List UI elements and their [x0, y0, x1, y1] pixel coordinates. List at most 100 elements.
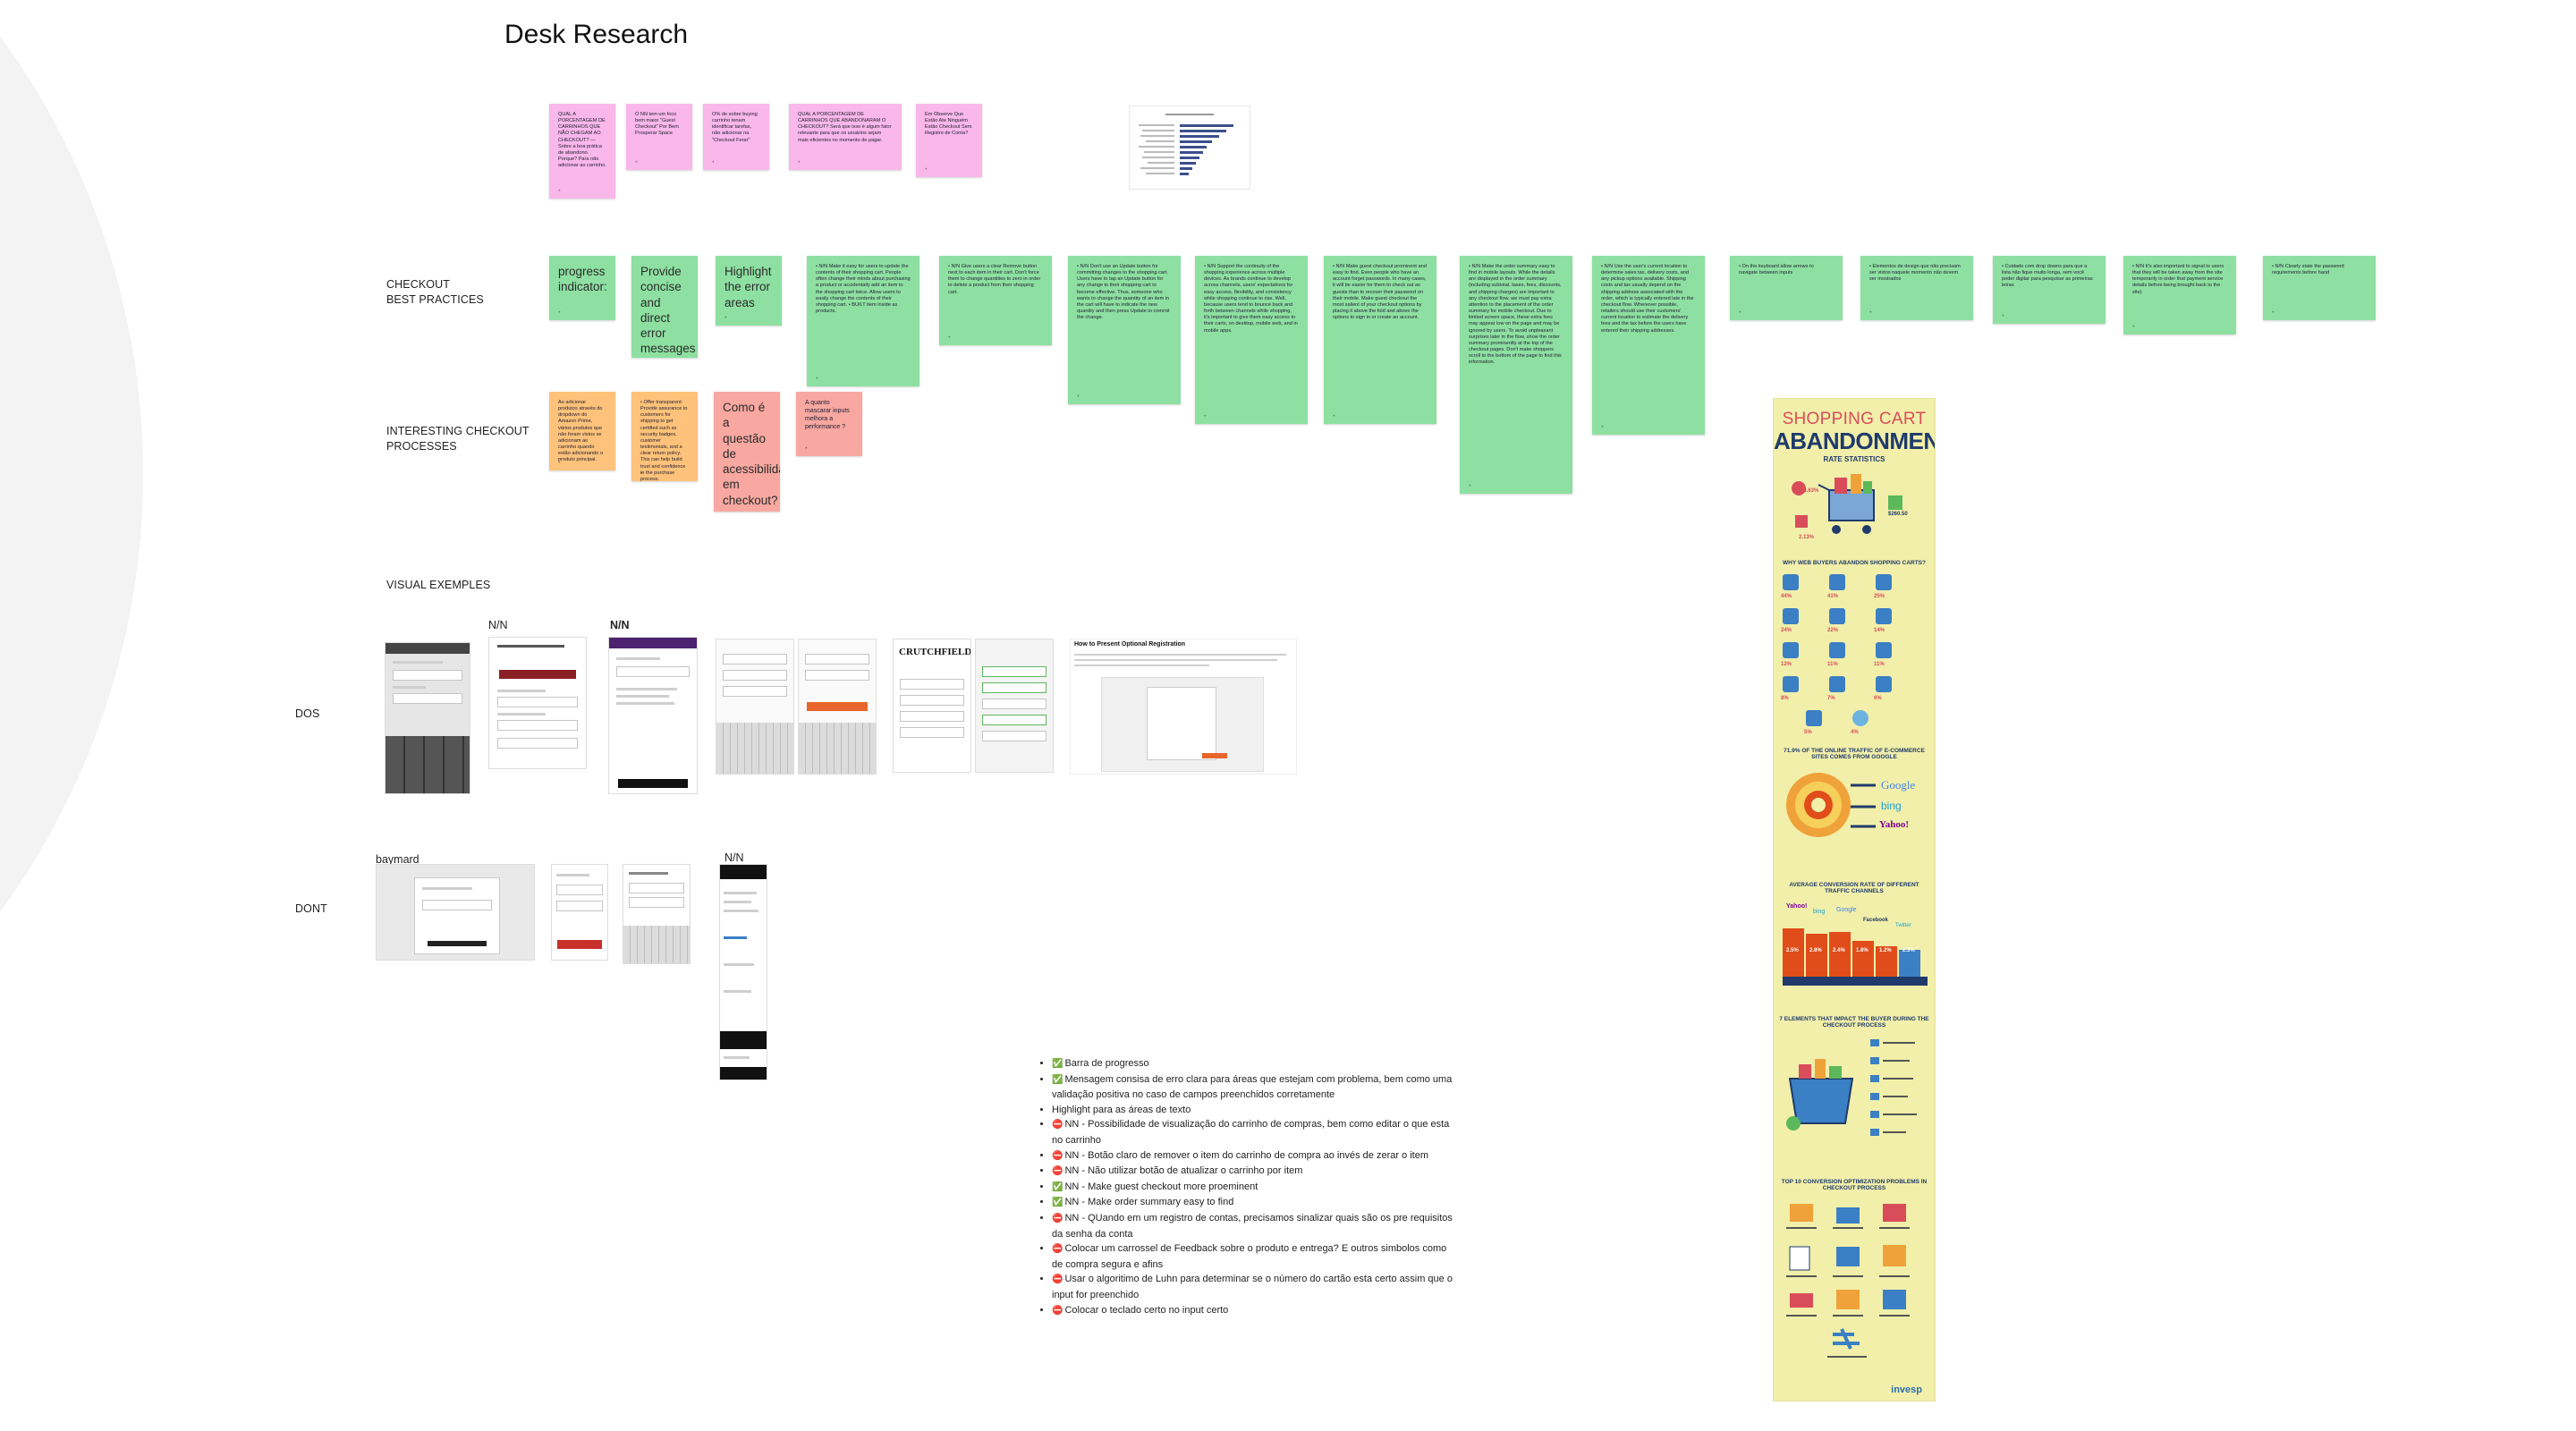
no-entry-icon: ⛔ — [1052, 1244, 1063, 1255]
sticky-note-green[interactable]: progress indicator:● — [549, 256, 615, 320]
screenshot-crutchfield-billing[interactable]: CRUTCHFIELD — [893, 639, 971, 773]
source-label-nn-3: N/N — [724, 851, 744, 864]
screenshot-shipping-address[interactable] — [623, 864, 691, 964]
screenshot-long-mobile-page[interactable] — [719, 864, 767, 1080]
sticky-note-orange[interactable]: • Offer transparent: Provide assurance t… — [631, 392, 698, 481]
sticky-note-pink[interactable]: O NN tem um foco bem maior "Guest Checko… — [626, 104, 692, 170]
checklist: ✅Barra de progresso✅Mensagem consisa de … — [1039, 1056, 1460, 1318]
reason-icon — [1852, 710, 1868, 726]
yahoo-logo: Yahoo! — [1879, 819, 1910, 830]
reason-icon — [1829, 608, 1845, 624]
screenshot-mobile-form-orange[interactable] — [798, 639, 877, 775]
screenshot-mobile-signin[interactable] — [551, 864, 608, 961]
sticky-note-salmon[interactable]: A quanto mascarar inputs melhora a perfo… — [796, 392, 862, 456]
sticky-note-green[interactable]: • N/N Support the continuity of the shop… — [1195, 256, 1308, 424]
infographic-title-line3: RATE STATISTICS — [1823, 455, 1885, 463]
sticky-note-green[interactable]: • N/N It's also important to signal to u… — [2123, 256, 2236, 334]
no-entry-icon: ⛔ — [1052, 1305, 1063, 1316]
reason-icon — [1783, 676, 1799, 692]
no-entry-icon: ⛔ — [1052, 1166, 1063, 1177]
sticky-note-green[interactable]: • On the keyboard allow arrows to naviga… — [1730, 256, 1843, 320]
channel-label: Twitter — [1895, 923, 1911, 928]
page-title: Desk Research — [504, 20, 689, 49]
reason-icon — [1783, 574, 1799, 590]
checklist-item: ⛔Colocar um carrossel de Feedback sobre … — [1052, 1241, 1460, 1272]
reason-icon — [1876, 642, 1892, 658]
sticky-note-green[interactable]: Highlight the error areas● — [716, 256, 782, 326]
reason-icon — [1783, 608, 1799, 624]
sticky-note-salmon[interactable]: Como é a questão de acessibilidade em ch… — [714, 392, 780, 512]
screenshot-billing-validation[interactable] — [975, 639, 1054, 773]
reason-icon — [1829, 642, 1845, 658]
section-elements: 7 ELEMENTS THAT IMPACT THE BUYER DURING … — [1779, 1016, 1929, 1029]
checklist-item: ✅NN - Make order summary easy to find — [1052, 1195, 1460, 1211]
screenshot-mobile-form-keyboard[interactable] — [716, 639, 794, 775]
channel-label: Google — [1836, 907, 1857, 913]
traffic-donut-chart — [1786, 773, 1876, 837]
screenshot-optional-registration[interactable]: How to Present Optional Registration — [1070, 639, 1297, 775]
reason-icon — [1806, 710, 1822, 726]
sticky-note-green[interactable]: • Elementos de design que não precisam s… — [1860, 256, 1973, 320]
infographic-title-line2: ABANDONMENT — [1774, 428, 1936, 454]
sticky-note-pink[interactable]: Em Observe Que Estão Ate Ninguém Estão C… — [916, 104, 982, 177]
checklist-item: ⛔NN - QUando em um registro de contas, p… — [1052, 1211, 1460, 1241]
checklist-item: ⛔NN - Botão claro de remover o item do c… — [1052, 1148, 1460, 1164]
check-icon: ✅ — [1052, 1198, 1063, 1208]
row-label-visual-exemples: VISUAL EXEMPLES — [386, 579, 491, 591]
sticky-note-pink[interactable]: QUAL A PORCENTAGEM DE CARRINHOS QUE NÃO … — [549, 104, 615, 199]
infographic-cart-abandonment[interactable]: SHOPPING CART ABANDONMENT RATE STATISTIC… — [1773, 398, 1936, 1401]
screenshot-checkout-form[interactable] — [488, 637, 587, 769]
stat-abandonment-rate: 68.63% — [1801, 488, 1819, 494]
checklist-item: ✅Barra de progresso — [1052, 1056, 1460, 1072]
sticky-note-green[interactable]: • N/N Make it easy for users to update t… — [807, 256, 919, 386]
source-label-nn: N/N — [488, 619, 508, 631]
reason-icon — [1829, 574, 1845, 590]
check-icon: ✅ — [1052, 1074, 1063, 1085]
source-label-nn-2: N/N — [610, 619, 630, 631]
sticky-note-green[interactable]: Provide concise and direct error message… — [631, 256, 698, 358]
bar-chart-thumbnail[interactable] — [1129, 106, 1250, 190]
channel-label: bing — [1813, 909, 1826, 915]
checklist-item: Highlight para as áreas de texto — [1052, 1103, 1460, 1118]
checklist-item: ✅NN - Make guest checkout more proeminen… — [1052, 1180, 1460, 1196]
screenshot-mobile-keypad[interactable] — [385, 642, 470, 794]
sticky-note-green[interactable]: • N/N Don't use an Update button for com… — [1068, 256, 1181, 404]
row-label-interesting-checkout: INTERESTING CHECKOUT PROCESSES — [386, 425, 530, 453]
crutchfield-logo: CRUTCHFIELD — [899, 647, 971, 657]
reason-icon — [1829, 676, 1845, 692]
screenshot-baymard-login[interactable] — [376, 864, 535, 961]
reason-icon — [1783, 642, 1799, 658]
bing-logo: bing — [1881, 800, 1902, 812]
shopping-cart-illustration — [1792, 474, 1902, 534]
checklist-item: ⛔Colocar o teclado certo no input certo — [1052, 1303, 1460, 1319]
google-logo: Google — [1881, 778, 1916, 792]
sticky-note-green[interactable]: • N/N Use the user's current location to… — [1592, 256, 1705, 435]
invesp-logo: invesp — [1891, 1384, 1922, 1395]
sticky-note-orange[interactable]: Ao adicionar produtos através do dropdow… — [549, 392, 615, 470]
sticky-note-green[interactable]: • N/N Clearly state the password require… — [2263, 256, 2376, 320]
background-arc — [0, 0, 143, 1216]
screenshot-order-summary[interactable] — [608, 637, 698, 794]
section-conversion: AVERAGE CONVERSION RATE OF DIFFERENT TRA… — [1789, 882, 1919, 894]
row-label-dos: DOS — [295, 707, 320, 720]
conversion-bar — [1783, 928, 1804, 986]
section-traffic: 71.9% OF THE ONLINE TRAFFIC OF E-COMMERC… — [1784, 748, 1925, 760]
sticky-note-pink[interactable]: QUAL A PORCENTAGEM DE CARRINHOS QUE ABAN… — [789, 104, 902, 170]
sticky-note-green[interactable]: • N/N Give users a clear Remove button n… — [939, 256, 1052, 345]
sticky-note-green[interactable]: • Cuidado com drop downs para que a list… — [1993, 256, 2106, 324]
section-why-abandon: WHY WEB BUYERS ABANDON SHOPPING CARTS? — [1783, 560, 1926, 566]
sticky-note-green[interactable]: • N/N Make the order summary easy to fin… — [1460, 256, 1572, 494]
embedded-screenshot — [1101, 677, 1264, 772]
reason-icon — [1876, 608, 1892, 624]
no-entry-icon: ⛔ — [1052, 1120, 1063, 1130]
source-label-baymard: baymard — [376, 853, 419, 866]
row-label-dont: DONT — [295, 902, 327, 915]
section-top10: TOP 10 CONVERSION OPTIMIZATION PROBLEMS … — [1781, 1179, 1928, 1191]
stat-average-value: $260.50 — [1888, 512, 1908, 517]
sticky-note-pink[interactable]: O% de sobre buying carrinho tenam identi… — [703, 104, 769, 170]
check-icon: ✅ — [1052, 1181, 1063, 1192]
no-entry-icon: ⛔ — [1052, 1213, 1063, 1224]
top10-problems-icons — [1786, 1204, 1910, 1358]
sticky-note-green[interactable]: • N/N Make guest checkout prominent and … — [1324, 256, 1436, 424]
